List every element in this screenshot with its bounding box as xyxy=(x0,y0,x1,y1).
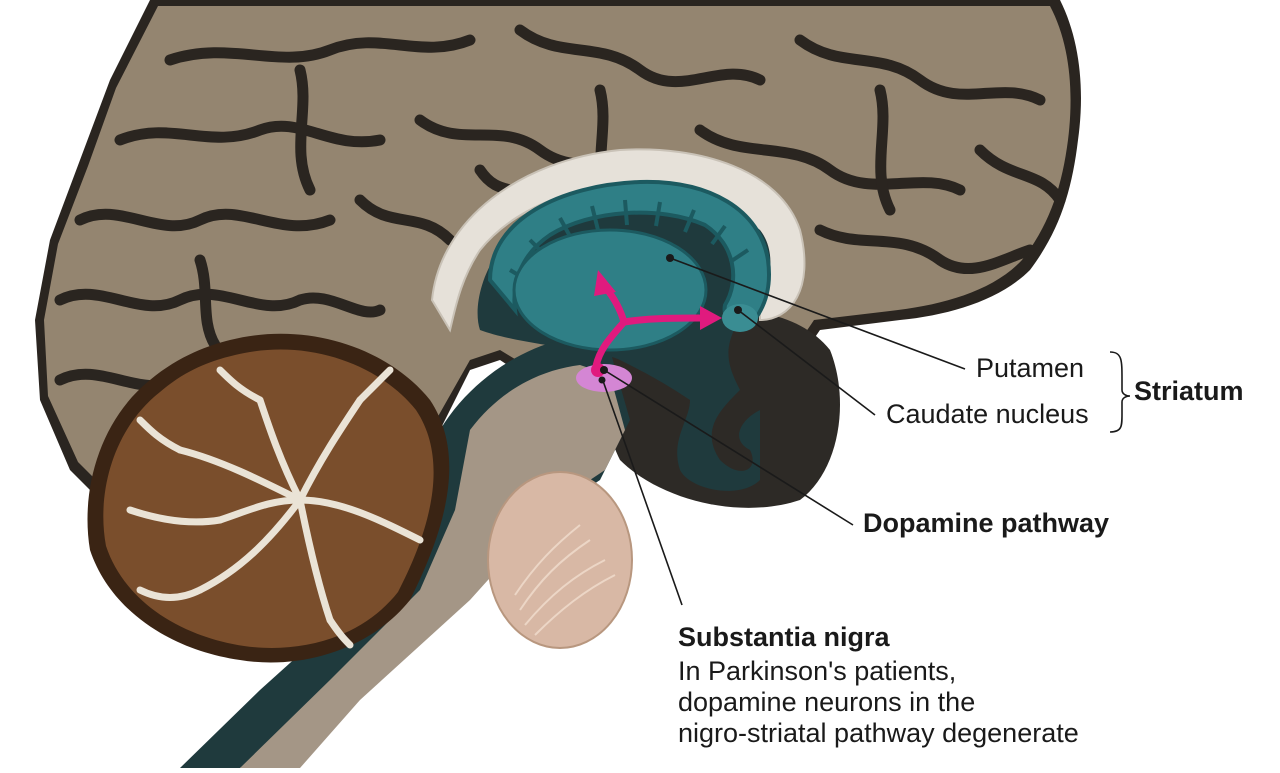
substantia-nigra-description: In Parkinson's patients, dopamine neuron… xyxy=(678,656,1198,749)
leader-putamen xyxy=(669,257,966,370)
cerebellum xyxy=(87,333,450,663)
label-caudate-nucleus: Caudate nucleus xyxy=(886,399,1089,429)
label-dopamine-pathway: Dopamine pathway xyxy=(863,508,1110,538)
description-line: nigro-striatal pathway degenerate xyxy=(678,718,1079,748)
label-substantia-nigra: Substantia nigra xyxy=(678,622,890,652)
description-line: dopamine neurons in the xyxy=(678,687,976,717)
cortex-sulci xyxy=(54,24,1066,392)
description-line: In Parkinson's patients, xyxy=(678,656,957,686)
pons-fibers xyxy=(514,524,616,636)
pons xyxy=(487,471,633,649)
leader-lines xyxy=(601,257,966,606)
dopamine-arrowheads xyxy=(594,270,722,330)
arbor-vitae xyxy=(126,366,424,649)
caudate-head xyxy=(722,304,758,332)
brainstem-body xyxy=(240,365,625,768)
dopamine-origin-dot xyxy=(591,363,605,377)
leader-dots xyxy=(598,254,742,384)
striatum-bracket xyxy=(1109,351,1131,433)
cerebellum-surface xyxy=(103,349,434,648)
leader-dopamine xyxy=(603,369,854,526)
label-putamen: Putamen xyxy=(976,353,1085,383)
leader-substantia-nigra xyxy=(601,377,683,606)
leader-caudate xyxy=(737,309,876,416)
label-striatum: Striatum xyxy=(1134,376,1244,406)
